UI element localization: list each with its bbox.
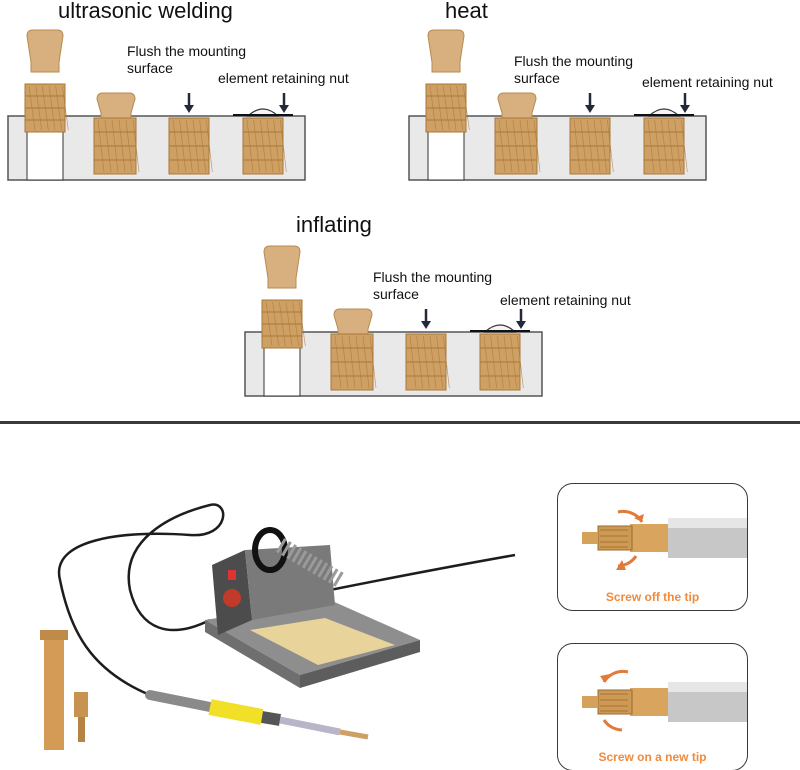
threaded-insert <box>425 83 470 133</box>
power-cable <box>57 503 225 697</box>
threaded-insert <box>261 299 306 349</box>
cleaning-sponge <box>250 618 395 665</box>
soldering-station-illustration <box>40 503 516 750</box>
threaded-insert <box>24 83 69 133</box>
retaining-nut-label: element retaining nut <box>642 74 773 90</box>
threaded-insert <box>479 333 524 391</box>
flush-mounting-label: Flush the mounting surface <box>514 53 634 86</box>
iron-holder-coil-icon <box>252 527 345 587</box>
screw-on-illustration <box>582 669 747 732</box>
diagram-title: inflating <box>296 212 372 237</box>
tip-step-card-2: Screw on a new tip <box>557 643 748 770</box>
threaded-insert <box>405 333 450 391</box>
threaded-insert <box>494 117 541 175</box>
power-switch <box>228 570 236 580</box>
screw-off-illustration <box>582 509 747 570</box>
threaded-insert <box>643 117 688 175</box>
spare-tip-insert <box>74 692 88 742</box>
threaded-insert <box>569 117 614 175</box>
insert-tool-head <box>263 245 301 289</box>
threaded-insert <box>242 117 287 175</box>
diagram-title: ultrasonic welding <box>58 0 233 23</box>
tip-step-caption: Screw off the tip <box>605 590 700 604</box>
mains-cable <box>329 553 516 592</box>
threaded-insert <box>168 117 213 175</box>
soldering-iron <box>145 690 369 740</box>
section-divider <box>0 421 800 424</box>
threaded-insert <box>93 117 140 175</box>
diagram-title: heat <box>445 0 488 23</box>
flush-mounting-label: Flush the mounting surface <box>373 269 493 302</box>
insert-tool-head <box>497 92 537 124</box>
insert-tool-head <box>427 29 465 73</box>
threaded-insert <box>330 333 377 391</box>
insert-tool-head <box>333 308 373 340</box>
temperature-knob <box>223 589 241 607</box>
retaining-nut-label: element retaining nut <box>500 292 631 308</box>
flush-mounting-label: Flush the mounting surface <box>127 43 247 76</box>
insert-tool-head <box>96 92 136 124</box>
tip-step-card-1: Screw off the tip <box>557 483 748 611</box>
tip-step-caption: Screw on a new tip <box>598 750 707 764</box>
spare-tip-tube <box>40 630 68 750</box>
insert-tool-head <box>26 29 64 73</box>
retaining-nut-label: element retaining nut <box>218 70 349 86</box>
